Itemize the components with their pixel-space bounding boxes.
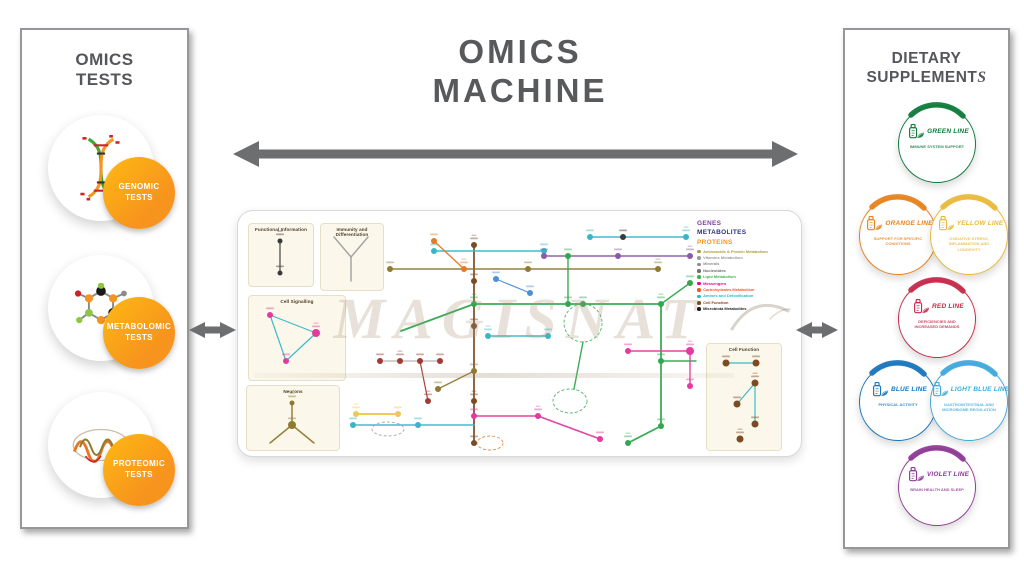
legend-entry: Carbohydrates Metabolism: [697, 288, 795, 292]
proteomic-tests-badge: PROTEOMIC TESTS: [103, 434, 175, 506]
legend-dot: [697, 275, 701, 280]
page-title-line2: MACHINE: [432, 71, 608, 109]
map-box-neurons: Neurons: [246, 385, 340, 451]
supplement-bottle-icon: [905, 465, 925, 484]
legend-entry: Microbiota Metabolites: [697, 307, 795, 311]
genomic-tests-badge: GENOMIC TESTS: [103, 157, 175, 229]
supplement-subtitle: SUPPORT FOR SPECIFIC CONDITIONS: [873, 236, 923, 247]
supplement-bottle-icon: [935, 214, 955, 233]
supplement-subtitle: PHYSICAL ACTIVITY: [878, 402, 918, 407]
supplement-subtitle: DEFICIENCIES AND INCREASED DEMANDS: [914, 319, 960, 330]
supplement-red-line: RED LINE DEFICIENCIES AND INCREASED DEMA…: [898, 277, 976, 358]
supplement-name: BLUE LINE: [890, 386, 928, 393]
brush-arc-icon: [908, 277, 966, 294]
supplement-name: LIGHT BLUE LINE: [950, 386, 1010, 393]
supplement-green-line: GREEN LINE IMMUNE SYSTEM SUPPORT: [898, 102, 976, 183]
supplement-name: VIOLET LINE: [926, 471, 970, 478]
map-box-cell-signalling: Cell Signalling: [248, 295, 346, 381]
map-box-immunity-differentiation: Immunity and Differentiation: [320, 223, 384, 291]
legend-header-proteins: PROTEINS: [697, 238, 733, 246]
metabolomic-tests-badge: METABOLOMIC TESTS: [103, 297, 175, 369]
legend-entry: Minerals: [697, 262, 795, 267]
brush-arc-icon: [940, 360, 998, 377]
legend-entry: Amines and Detoxification: [697, 294, 795, 299]
supplement-blue-line: BLUE LINE PHYSICAL ACTIVITY: [859, 360, 937, 441]
legend-header-metabolites: METABOLITES: [697, 229, 747, 237]
left-double-arrow-icon: [189, 322, 236, 338]
supplement-subtitle: BRAIN HEALTH AND SLEEP: [910, 487, 964, 492]
supplement-name: YELLOW LINE: [956, 220, 1004, 227]
legend-dot: [697, 269, 701, 273]
legend-dot: [697, 249, 701, 254]
map-legend: GENES METABOLITES PROTEINS Aminoacids & …: [697, 219, 795, 311]
legend-dot: [697, 281, 701, 286]
page-title: OMICS MACHINE: [330, 33, 710, 111]
legend-dot: [697, 262, 701, 267]
supplement-bottle-icon: [905, 122, 925, 141]
legend-entry: Messengers: [697, 281, 795, 286]
brush-arc-icon: [940, 194, 998, 211]
map-box-cell-function: Cell Function: [706, 343, 782, 451]
supplement-subtitle: OXIDATIVE STRESS, INFLAMMATION AND LONGE…: [948, 236, 990, 252]
pathway-network: [266, 226, 760, 451]
legend-header-genes: GENES: [697, 220, 722, 227]
metabolomic-tests-item: METABOLOMIC TESTS: [48, 255, 175, 369]
supplement-subtitle: GASTROINTESTINAL AND MICROBIOME REGULATI…: [942, 402, 996, 413]
supplement-orange-line: ORANGE LINE SUPPORT FOR SPECIFIC CONDITI…: [859, 194, 937, 275]
supplement-name: ORANGE LINE: [885, 220, 933, 227]
dietary-supplements-panel: DIETARY SUPPLEMENTS GREEN LINE IMMUNE SY…: [843, 28, 1010, 549]
page-title-line1: OMICS: [458, 33, 582, 70]
legend-dot: [697, 294, 701, 299]
brush-arc-icon: [869, 360, 927, 377]
legend-dot: [697, 300, 701, 305]
legend-dot: [697, 256, 701, 260]
supplement-subtitle: IMMUNE SYSTEM SUPPORT: [909, 144, 965, 149]
omics-machine-map-card: Functional Information Immunity and Diff…: [237, 210, 802, 457]
supplement-light-blue-line: LIGHT BLUE LINE GASTROINTESTINAL AND MIC…: [929, 360, 1010, 441]
brush-arc-icon: [908, 102, 966, 119]
proteomic-tests-item: PROTEOMIC TESTS: [48, 392, 175, 506]
right-double-arrow-icon: [796, 322, 838, 338]
supplement-bottle-icon: [929, 380, 949, 399]
supplement-yellow-line: YELLOW LINE OXIDATIVE STRESS, INFLAMMATI…: [930, 194, 1008, 275]
omics-tests-title: OMICS TESTS: [75, 50, 134, 90]
legend-entry: Aminoacids & Protein Metabolism: [697, 249, 795, 254]
supplement-name: GREEN LINE: [927, 128, 969, 135]
omics-tests-panel: OMICS TESTS GENOMIC TESTS: [20, 28, 189, 529]
supplement-name: RED LINE: [932, 303, 964, 310]
dietary-supplements-title: DIETARY SUPPLEMENTS: [866, 50, 987, 86]
legend-entry: Nucleotides: [697, 268, 795, 273]
legend-entry: Cell Function: [697, 300, 795, 305]
map-box-functional-information: Functional Information: [248, 223, 314, 287]
genomic-tests-item: GENOMIC TESTS: [48, 115, 175, 229]
supplement-bottle-icon: [910, 297, 930, 316]
legend-entry: Vitamins Metabolism: [697, 256, 795, 260]
brush-arc-icon: [869, 194, 927, 211]
legend-entry: Lipid Metabolism: [697, 275, 795, 280]
big-double-arrow-icon: [233, 141, 798, 167]
legend-dot: [697, 307, 701, 311]
supplement-violet-line: VIOLET LINE BRAIN HEALTH AND SLEEP: [898, 445, 976, 526]
legend-dot: [697, 288, 701, 292]
supplement-bottle-icon: [863, 214, 883, 233]
brush-arc-icon: [908, 445, 966, 462]
supplement-bottle-icon: [869, 380, 889, 399]
